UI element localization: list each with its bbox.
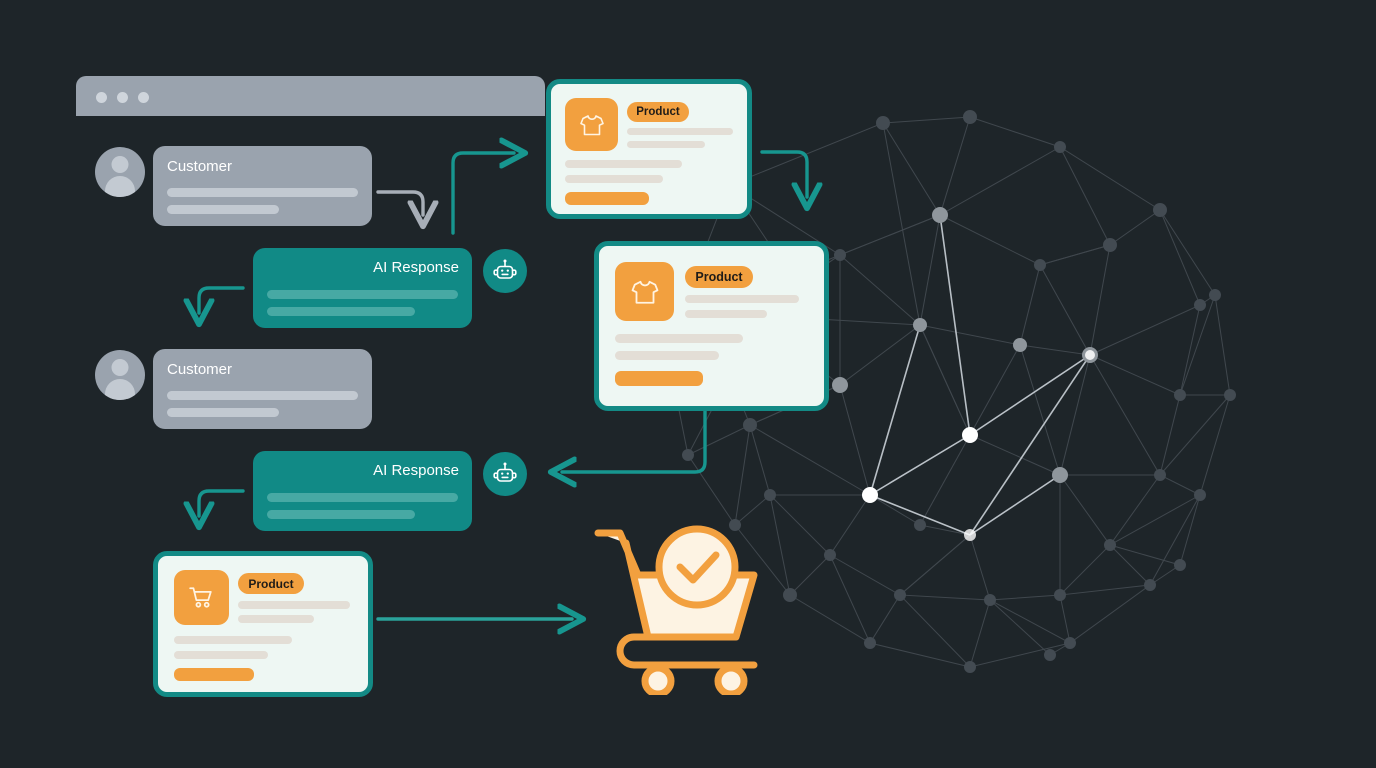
product-thumbnail [615, 262, 674, 321]
product-cta-button[interactable] [615, 371, 703, 386]
chat-window-titlebar [76, 76, 545, 116]
customer-message-2[interactable]: Customer [153, 349, 372, 429]
skeleton-line [565, 160, 682, 168]
avatar-body-icon [105, 176, 135, 197]
robot-avatar [483, 249, 527, 293]
customer-to-ai-connector [376, 190, 423, 215]
skeleton-line [174, 636, 292, 644]
product-thumbnail [565, 98, 618, 151]
avatar [95, 147, 145, 197]
ai-to-product-top-connector [451, 153, 514, 235]
product-badge: Product [685, 266, 753, 288]
customer-label: Customer [167, 361, 233, 378]
robot-avatar [483, 452, 527, 496]
skeleton-line [267, 290, 458, 299]
ai-message-2[interactable]: AI Response [253, 451, 472, 531]
skeleton-line [267, 307, 415, 316]
skeleton-line [167, 188, 358, 197]
avatar-head-icon [111, 359, 129, 376]
avatar-head-icon [111, 156, 129, 173]
skeleton-line [615, 351, 719, 360]
product-cta-button[interactable] [565, 192, 649, 205]
shopping-cart-check-icon [594, 525, 758, 698]
skeleton-line [615, 334, 743, 343]
tshirt-icon [579, 114, 604, 135]
cart-icon [189, 587, 212, 608]
cart-check-illustration [586, 515, 786, 698]
skeleton-line [238, 601, 350, 609]
skeleton-line [565, 175, 663, 183]
product-card-bottom[interactable]: Product [153, 551, 373, 697]
maximize-dot-icon[interactable] [138, 92, 149, 103]
product-cta-button[interactable] [174, 668, 254, 681]
tshirt-icon [631, 280, 658, 304]
ai-label: AI Response [373, 259, 459, 276]
skeleton-line [174, 651, 268, 659]
robot-icon [493, 462, 517, 482]
close-dot-icon[interactable] [96, 92, 107, 103]
customer-label: Customer [167, 158, 233, 175]
avatar [95, 350, 145, 400]
skeleton-line [685, 295, 799, 303]
product-card-top[interactable]: Product [546, 79, 752, 219]
product-card-middle[interactable]: Product [594, 241, 829, 411]
skeleton-line [167, 391, 358, 400]
skeleton-line [267, 510, 415, 519]
ai-incoming-connector-1 [199, 286, 245, 313]
robot-icon [493, 259, 517, 279]
ai-message-1[interactable]: AI Response [253, 248, 472, 328]
skeleton-line [267, 493, 458, 502]
minimize-dot-icon[interactable] [117, 92, 128, 103]
ai-incoming-connector-2 [199, 489, 245, 516]
product-badge: Product [238, 573, 304, 594]
skeleton-line [238, 615, 314, 623]
ai-label: AI Response [373, 462, 459, 479]
skeleton-line [167, 408, 279, 417]
skeleton-line [627, 141, 705, 148]
product-thumbnail [174, 570, 229, 625]
skeleton-line [167, 205, 279, 214]
avatar-body-icon [105, 379, 135, 400]
skeleton-line [627, 128, 733, 135]
skeleton-line [685, 310, 767, 318]
customer-message-1[interactable]: Customer [153, 146, 372, 226]
product-badge: Product [627, 102, 689, 122]
